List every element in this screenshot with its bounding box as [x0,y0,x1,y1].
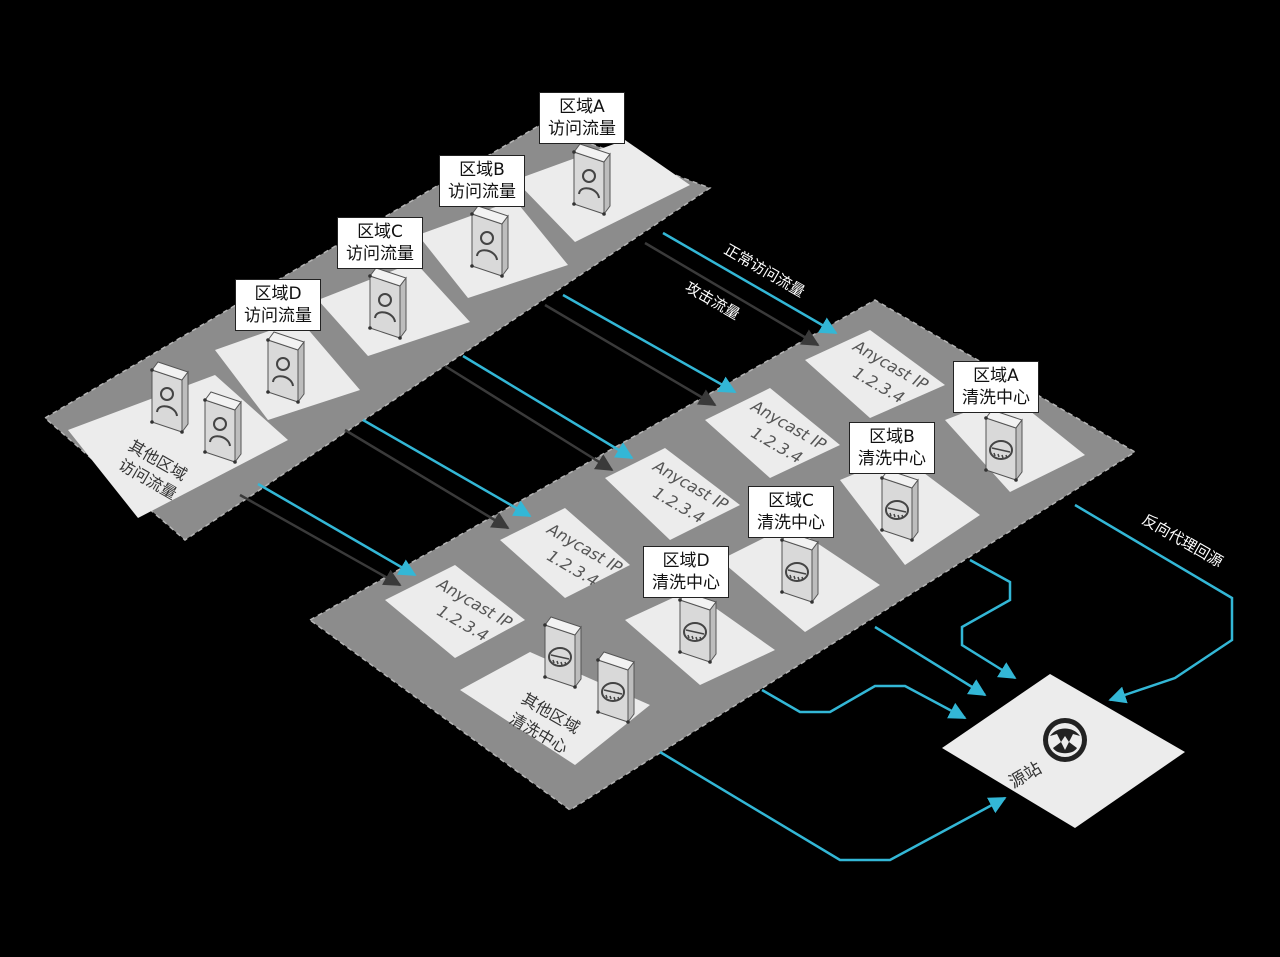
user-icon [202,391,242,465]
visit-label-c-line1: 区域C [357,222,403,242]
scrubbing-icon [983,409,1023,483]
scrub-label-d-line1: 区域D [662,551,710,571]
visit-label-a: 区域A 访问流量 [539,92,625,144]
reverse-proxy-label: 反向代理回源 [1139,510,1226,571]
scrub-label-a-line2: 清洗中心 [962,388,1030,408]
scrub-label-b-line1: 区域B [869,427,915,447]
scrub-label-c-line1: 区域C [768,491,814,511]
scrubbing-icon [595,651,635,725]
return-flow-arrows [659,503,1234,862]
tile-ip-b [705,388,840,478]
user-icon [367,267,407,341]
normal-flow-arrows [257,231,838,577]
visit-label-d-line1: 区域D [254,284,302,304]
scrubbing-icon [879,469,919,543]
tile-ip-d [500,508,630,598]
visit-label-b-line1: 区域B [459,160,505,180]
attack-flow-arrows [239,241,820,587]
scrub-label-c: 区域C 清洗中心 [748,486,834,538]
visit-label-c-line2: 访问流量 [346,244,414,264]
scrub-label-c-line2: 清洗中心 [757,513,825,533]
tile-ip-other [385,565,525,658]
user-icon [149,361,189,435]
scrub-label-d-line2: 清洗中心 [652,573,720,593]
user-icon [469,205,509,279]
scrub-label-d: 区域D 清洗中心 [643,546,729,598]
scrub-label-a: 区域A 清洗中心 [953,361,1039,413]
attack-flow-label: 攻击流量 [682,278,743,324]
user-icon [265,331,305,405]
scrub-label-b: 区域B 清洗中心 [849,422,935,474]
tile-ip-a [805,330,945,418]
visit-label-c: 区域C 访问流量 [337,217,423,269]
visit-label-d: 区域D 访问流量 [235,279,321,331]
visit-label-d-line2: 访问流量 [244,306,312,326]
origin-server-icon [1043,718,1087,762]
visit-label-a-line1: 区域A [559,97,605,117]
visit-label-b: 区域B 访问流量 [439,155,525,207]
tile-scrub-other [460,652,650,765]
user-icon [571,143,611,217]
scrubbing-icon [779,531,819,605]
visit-label-a-line2: 访问流量 [548,119,616,139]
tile-ip-c [605,448,740,540]
scrubbing-icon [542,616,582,690]
scrub-label-a-line1: 区域A [973,366,1019,386]
scrub-label-b-line2: 清洗中心 [858,449,926,469]
scrubbing-icon [677,591,717,665]
visit-label-b-line2: 访问流量 [448,182,516,202]
